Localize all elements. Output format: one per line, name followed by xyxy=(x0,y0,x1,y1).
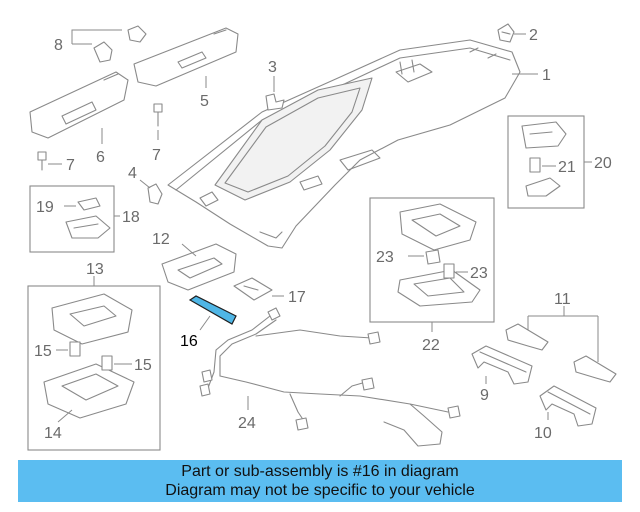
part-number-7b: 7 xyxy=(152,147,161,164)
part-number-23b: 23 xyxy=(470,265,488,282)
bulb-part xyxy=(529,157,541,173)
lens-part xyxy=(233,277,273,301)
part-number-21: 21 xyxy=(558,159,576,176)
part-number-23a: 23 xyxy=(376,249,394,266)
leader-line xyxy=(181,243,197,257)
grab-handle-bracket-part xyxy=(505,323,617,383)
part-number-12: 12 xyxy=(152,231,170,248)
part-number-3: 3 xyxy=(268,59,277,76)
leader-line xyxy=(139,179,151,189)
part-number-2: 2 xyxy=(529,27,538,44)
part-number-17: 17 xyxy=(288,289,306,306)
bulb-part xyxy=(69,341,113,371)
leader-line xyxy=(527,306,599,362)
lamp-part xyxy=(65,197,111,239)
hook-part xyxy=(93,25,147,63)
part-number-9: 9 xyxy=(480,387,489,404)
clip-part xyxy=(497,23,515,43)
group-box-18 xyxy=(29,185,115,253)
group-box-13 xyxy=(27,285,161,451)
part-number-7a: 7 xyxy=(66,157,75,174)
part-number-11: 11 xyxy=(554,291,571,308)
leader-line xyxy=(199,315,211,331)
part-number-19: 19 xyxy=(36,199,54,216)
part-number-18: 18 xyxy=(122,209,140,226)
part-number-1: 1 xyxy=(542,67,551,84)
part-number-16: 16 xyxy=(180,333,198,350)
part-number-20: 20 xyxy=(594,155,612,172)
part-number-13: 13 xyxy=(86,261,104,278)
part-number-10: 10 xyxy=(534,425,552,442)
grab-handle-part xyxy=(471,345,533,385)
clip-part xyxy=(147,183,163,205)
leader-line xyxy=(57,409,73,423)
bulb-part xyxy=(425,249,455,279)
headliner-part xyxy=(167,39,521,249)
highlighted-part-16 xyxy=(188,295,237,325)
part-number-15a: 15 xyxy=(34,343,52,360)
sun-visor-part xyxy=(29,71,129,139)
wiring-harness-part xyxy=(199,307,461,447)
part-number-22: 22 xyxy=(422,337,440,354)
screw-part xyxy=(153,103,163,127)
console-panel-part xyxy=(161,243,237,291)
part-number-4: 4 xyxy=(128,165,137,182)
info-banner: Part or sub-assembly is #16 in diagram D… xyxy=(18,460,622,502)
leader-line xyxy=(71,29,122,45)
part-number-24: 24 xyxy=(238,415,256,432)
lamp-part xyxy=(521,121,567,197)
screw-part xyxy=(37,151,47,171)
bracket-part xyxy=(265,93,285,111)
part-number-8: 8 xyxy=(54,37,63,54)
grab-handle-part xyxy=(539,385,597,427)
banner-line-disclaimer: Diagram may not be specific to your vehi… xyxy=(165,482,475,499)
banner-line-part-reference: Part or sub-assembly is #16 in diagram xyxy=(181,463,459,480)
map-lamp-part xyxy=(43,293,135,419)
part-number-6: 6 xyxy=(96,149,105,166)
sun-visor-part xyxy=(133,27,239,87)
part-number-5: 5 xyxy=(200,93,209,110)
part-number-15b: 15 xyxy=(134,357,152,374)
part-number-14: 14 xyxy=(44,425,62,442)
overhead-lamp-part xyxy=(397,203,481,307)
